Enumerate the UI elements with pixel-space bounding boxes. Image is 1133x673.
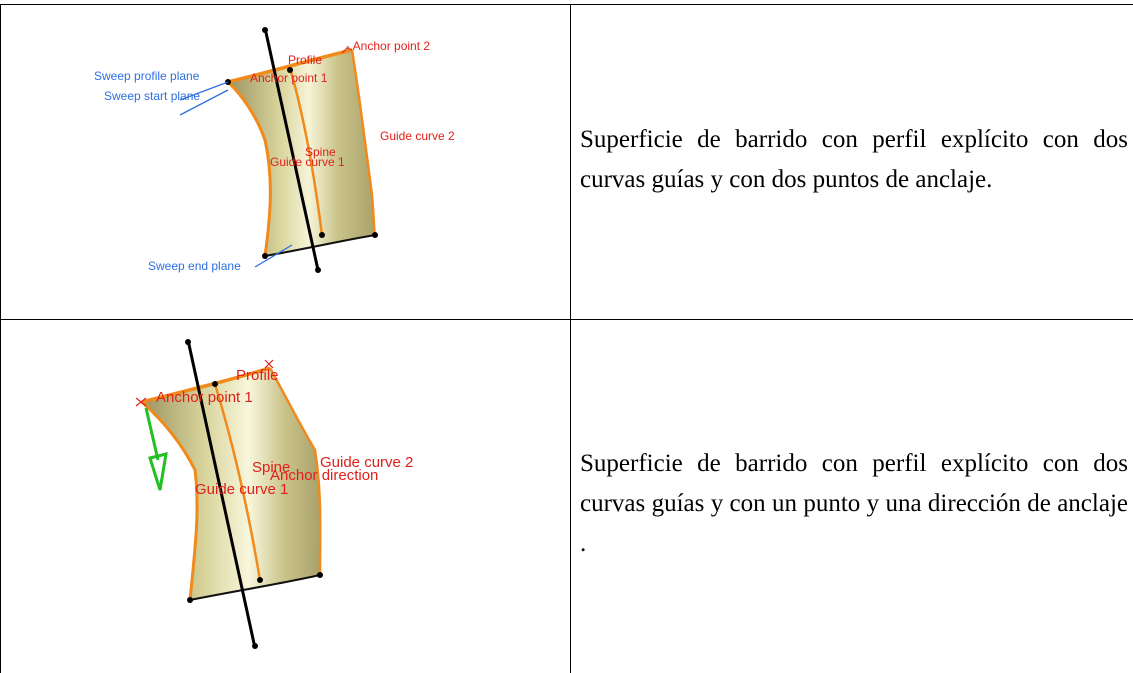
label-anchor-point-1: Anchor point 1	[156, 389, 253, 406]
label-profile: Profile	[236, 367, 279, 384]
label-profile: Profile	[288, 53, 322, 67]
anchor-direction-arrow	[144, 407, 168, 491]
table-row-divider	[0, 319, 1133, 320]
table-border-top	[0, 4, 1133, 5]
row-1-description: Superficie de barrido con perfil explíci…	[580, 126, 1128, 193]
swept-surface	[228, 50, 375, 256]
label-anchor-direction: Anchor direction	[270, 467, 378, 484]
sweep-end-plane-marker	[254, 244, 293, 268]
sweep-plane-marker	[179, 81, 229, 116]
guide-curve-2-line	[268, 367, 322, 576]
swept-surface	[142, 368, 321, 600]
table-border-left	[0, 4, 1, 673]
profile-curve	[141, 366, 271, 404]
label-guide-curve-2: Guide curve 2	[320, 454, 413, 471]
label-anchor-point-2: - Anchor point 2	[346, 39, 430, 53]
spine-curve	[288, 67, 324, 236]
label-spine: Spine	[305, 145, 336, 159]
guide-curve-2-line	[350, 49, 377, 236]
label-spine: Spine	[252, 459, 290, 476]
label-sweep-start-plane: Sweep start plane	[104, 89, 200, 103]
label-guide-curve-1: Guide curve 1	[195, 481, 288, 498]
sweep-figure-anchor-point-direction: Profile Anchor point 1 Spine Anchor dire…	[110, 330, 490, 670]
sweep-figure-two-anchor-points: - Anchor point 2 Profile Anchor point 1 …	[60, 20, 510, 300]
label-sweep-profile-plane: Sweep profile plane	[94, 69, 200, 83]
table-border-middle	[570, 4, 571, 673]
profile-curve	[227, 48, 353, 84]
label-sweep-end-plane: Sweep end plane	[148, 259, 241, 273]
guide-curve-1-line	[226, 80, 272, 257]
sweep-axis-line	[263, 27, 320, 271]
row-2-description: Superficie de barrido con perfil explíci…	[580, 450, 1128, 557]
label-guide-curve-2: Guide curve 2	[380, 129, 455, 143]
sweep-axis-line	[186, 339, 257, 649]
bottom-edge	[189, 574, 321, 601]
spine-curve	[213, 383, 262, 581]
guide-curve-1-line	[141, 400, 199, 601]
label-anchor-point-1: Anchor point 1	[250, 71, 328, 85]
label-guide-curve-1: Guide curve 1	[270, 155, 345, 169]
